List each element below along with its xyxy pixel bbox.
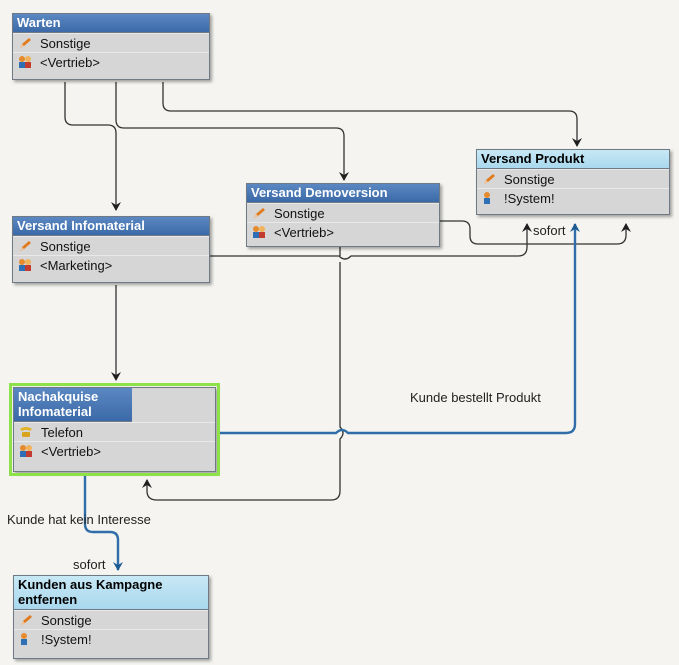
connector-label-sofort-top[interactable]: sofort [533, 223, 566, 238]
group-icon [17, 258, 33, 272]
pencil-icon [17, 36, 33, 50]
node-kunden-entfernen[interactable]: Kunden aus Kampagne entfernen Sonstige !… [13, 575, 209, 659]
group-icon [17, 55, 33, 69]
connector-warten-infomaterial[interactable] [64, 82, 121, 211]
node-row-owner: !System! [14, 629, 208, 648]
node-row-owner: <Vertrieb> [14, 441, 215, 460]
group-icon [251, 225, 267, 239]
connector-label-kein-interesse[interactable]: Kunde hat kein Interesse [7, 512, 151, 527]
node-row-type: Sonstige [13, 33, 209, 52]
node-nachakquise-infomaterial[interactable]: Nachakquise Infomaterial Telefon <Vertri… [9, 383, 220, 476]
node-row-owner: !System! [477, 188, 669, 207]
node-row-owner: <Vertrieb> [247, 222, 439, 241]
node-row-owner: <Marketing> [13, 255, 209, 274]
user-icon [18, 632, 34, 646]
connector-demoversion-produkt[interactable] [440, 220, 631, 245]
node-versand-infomaterial[interactable]: Versand Infomaterial Sonstige <Marketing… [12, 216, 210, 283]
node-row-type: Sonstige [477, 169, 669, 188]
connector-label-kunde-bestellt[interactable]: Kunde bestellt Produkt [410, 390, 541, 405]
group-icon [18, 444, 34, 458]
node-title: Versand Produkt [477, 150, 669, 169]
pencil-icon [18, 613, 34, 627]
node-row-type: Sonstige [13, 236, 209, 255]
node-row-type: Telefon [14, 422, 215, 441]
user-icon [481, 191, 497, 205]
pencil-icon [17, 239, 33, 253]
pencil-icon [251, 206, 267, 220]
node-title: Versand Demoversion [247, 184, 439, 203]
pencil-icon [481, 172, 497, 186]
node-title: Versand Infomaterial [13, 217, 209, 236]
node-versand-produkt[interactable]: Versand Produkt Sonstige !System! [476, 149, 670, 215]
phone-icon [18, 425, 34, 439]
node-title: Nachakquise Infomaterial [14, 388, 132, 422]
connector-infomaterial-produkt[interactable] [209, 223, 532, 260]
connector-warten-produkt[interactable] [162, 82, 582, 147]
connector-nachakquise-entfernen[interactable] [83, 475, 123, 571]
node-warten[interactable]: Warten Sonstige <Vertrieb> [12, 13, 210, 80]
node-versand-demoversion[interactable]: Versand Demoversion Sonstige <Vertrieb> [246, 183, 440, 247]
connector-label-sofort-bottom[interactable]: sofort [73, 557, 106, 572]
connector-nachakquise-produkt[interactable] [219, 223, 580, 435]
node-row-type: Sonstige [14, 610, 208, 629]
connector-demoversion-nachakquise[interactable] [147, 246, 344, 501]
node-row-type: Sonstige [247, 203, 439, 222]
node-title: Warten [13, 14, 209, 33]
node-title: Kunden aus Kampagne entfernen [14, 576, 208, 610]
node-row-owner: <Vertrieb> [13, 52, 209, 71]
connector-warten-demoversion[interactable] [115, 82, 349, 181]
